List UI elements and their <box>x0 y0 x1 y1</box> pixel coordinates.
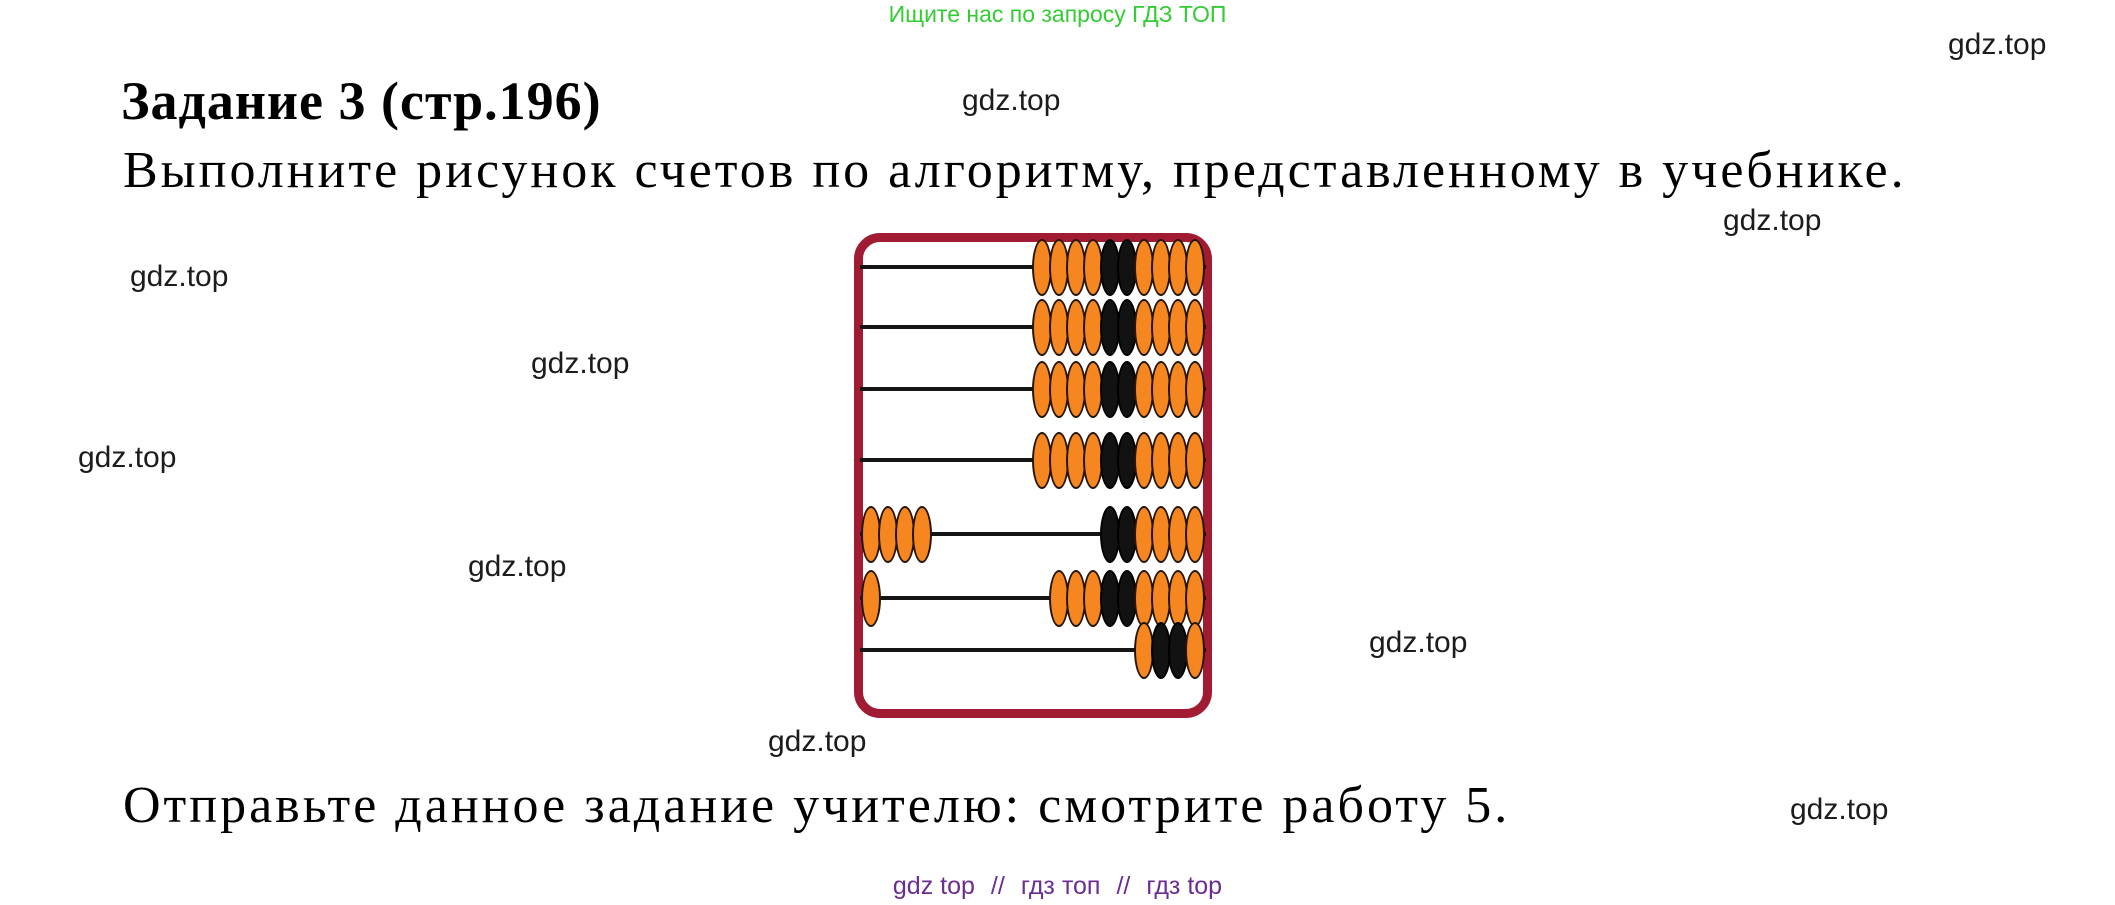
watermark: gdz.top <box>962 84 1061 117</box>
orange-bead <box>861 570 881 627</box>
task-text: Выполните рисунок счетов по алгоритму, п… <box>123 142 1907 199</box>
abacus-row <box>863 239 1205 296</box>
watermark: gdz.top <box>130 260 229 293</box>
page-title: Задание 3 (стр.196) <box>121 71 602 131</box>
orange-bead <box>912 506 932 563</box>
promo-banner: Ищите нас по запросу ГДЗ ТОП <box>888 1 1227 27</box>
abacus-row <box>863 622 1205 679</box>
bead-group-right <box>1032 361 1205 418</box>
bead-group-left <box>861 506 932 563</box>
abacus-row <box>863 299 1205 356</box>
watermark: gdz.top <box>1723 204 1822 237</box>
watermark: gdz.top <box>1369 626 1468 659</box>
bead-group-left <box>861 570 881 627</box>
abacus-rods <box>860 239 1206 709</box>
watermark: gdz.top <box>531 347 630 380</box>
abacus-row <box>861 506 1205 563</box>
watermark: gdz.top <box>1790 793 1889 826</box>
watermark: gdz.top <box>1948 28 2047 61</box>
footer-instruction: Отправьте данное задание учителю: смотри… <box>123 777 1511 834</box>
orange-bead <box>1185 570 1205 627</box>
footer-link[interactable]: гдз топ <box>1020 872 1101 900</box>
watermark: gdz.top <box>768 725 867 758</box>
footer-link-separator: // <box>1116 872 1131 900</box>
abacus-row <box>863 361 1205 418</box>
abacus-row <box>863 432 1205 489</box>
footer-link-separator: // <box>990 872 1005 900</box>
abacus-rod <box>860 532 1206 536</box>
abacus-row <box>861 570 1205 627</box>
orange-bead <box>1185 239 1205 296</box>
abacus-image <box>854 233 1212 718</box>
bead-group-right <box>1049 570 1205 627</box>
bead-group-right <box>1100 506 1205 563</box>
orange-bead <box>1185 506 1205 563</box>
watermark: gdz.top <box>468 550 567 583</box>
footer-link[interactable]: gdz top <box>892 872 975 900</box>
orange-bead <box>1185 299 1205 356</box>
footer-link[interactable]: гдз top <box>1146 872 1223 900</box>
footer-links: gdz top // гдз топ // гдз top <box>0 872 2115 901</box>
orange-bead <box>1185 432 1205 489</box>
abacus-rod <box>860 596 1206 600</box>
watermark: gdz.top <box>78 441 177 474</box>
bead-group-right <box>1032 239 1205 296</box>
bead-group-right <box>1032 299 1205 356</box>
orange-bead <box>1185 622 1205 679</box>
bead-group-right <box>1032 432 1205 489</box>
orange-bead <box>1185 361 1205 418</box>
bead-group-right <box>1134 622 1205 679</box>
abacus-rod <box>860 648 1206 652</box>
